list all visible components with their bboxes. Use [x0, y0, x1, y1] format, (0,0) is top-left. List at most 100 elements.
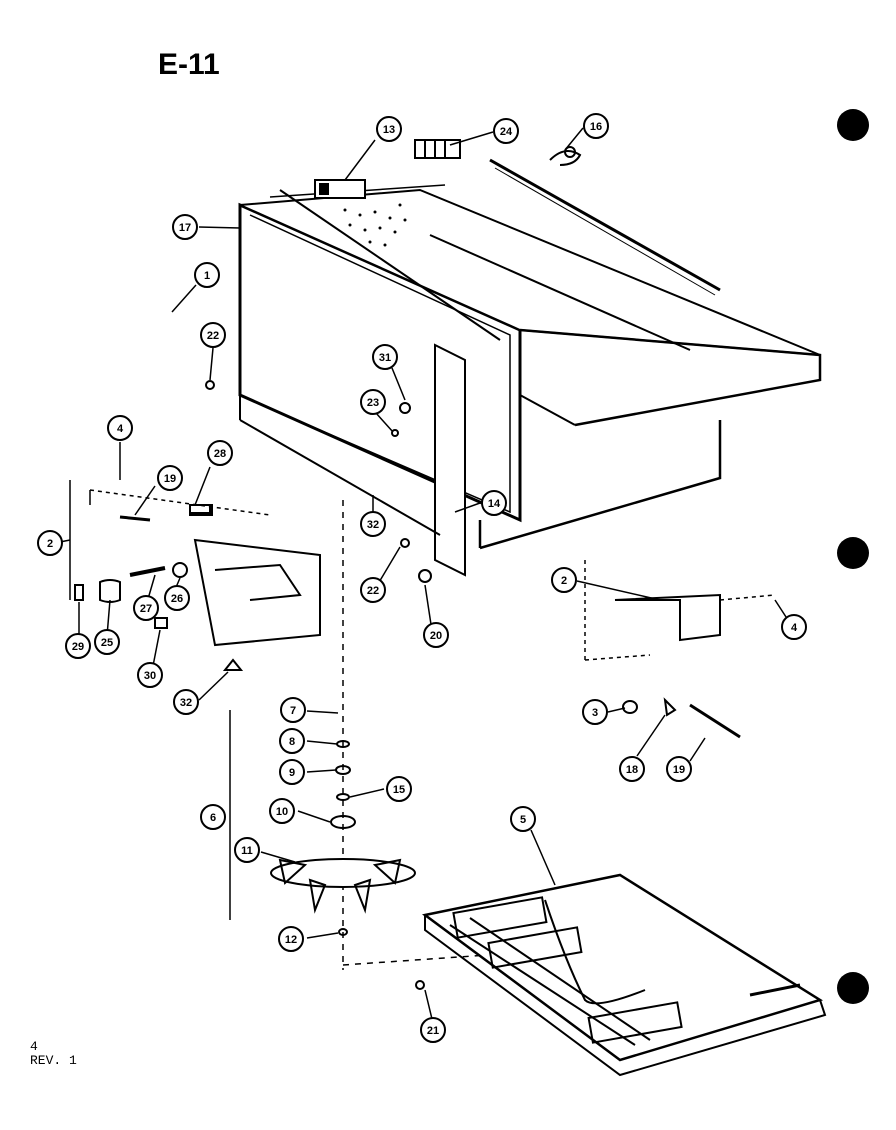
right-bracket-assembly [584, 560, 776, 739]
footer-page-number: 4 [30, 1039, 38, 1054]
callout-number: 23 [367, 397, 379, 409]
callout-number: 32 [180, 697, 192, 709]
callout-circle [172, 214, 198, 240]
binder-hole-middle [837, 537, 869, 569]
callout-circle [200, 322, 226, 348]
callout-19: 19 [157, 465, 183, 491]
callout-circle [280, 697, 306, 723]
callout-number: 20 [430, 630, 442, 642]
callout-number: 7 [290, 705, 296, 717]
callout-26: 26 [164, 585, 190, 611]
callout-4: 4 [107, 415, 133, 441]
callout-12: 12 [278, 926, 304, 952]
callout-circle [481, 490, 507, 516]
callout-circle [107, 415, 133, 441]
callout-number: 5 [520, 814, 526, 826]
callout-circle [94, 629, 120, 655]
callout-10: 10 [269, 798, 295, 824]
callout-circle [360, 389, 386, 415]
callout-circle [360, 511, 386, 537]
callout-30: 30 [137, 662, 163, 688]
callout-13: 13 [376, 116, 402, 142]
callout-circle [194, 262, 220, 288]
callout-number: 16 [590, 121, 602, 133]
callout-20: 20 [423, 622, 449, 648]
callout-4: 4 [781, 614, 807, 640]
callout-27: 27 [133, 595, 159, 621]
callout-number: 3 [592, 707, 598, 719]
callout-11: 11 [234, 837, 260, 863]
callout-number: 28 [214, 448, 226, 460]
callout-number: 22 [367, 585, 379, 597]
callout-5: 5 [510, 806, 536, 832]
cabinet-housing [238, 158, 822, 577]
callout-number: 9 [289, 767, 295, 779]
diagram-title: E-11 [158, 48, 220, 81]
callout-number: 15 [393, 784, 405, 796]
callout-number: 24 [500, 126, 513, 138]
callout-circle [37, 530, 63, 556]
callout-number: 12 [285, 934, 297, 946]
callout-number: 32 [367, 519, 379, 531]
callout-number: 13 [383, 124, 395, 136]
callout-circle [207, 440, 233, 466]
screws [205, 380, 432, 990]
callout-circle [420, 1017, 446, 1043]
callout-number: 17 [179, 222, 191, 234]
callout-circle [65, 633, 91, 659]
callout-3: 3 [582, 699, 608, 725]
callout-number: 22 [207, 330, 219, 342]
callout-number: 11 [241, 845, 253, 857]
callout-32: 32 [360, 511, 386, 537]
callout-circle [164, 585, 190, 611]
callout-22: 22 [360, 577, 386, 603]
callout-number: 30 [144, 670, 156, 682]
callout-32: 32 [173, 689, 199, 715]
callout-6: 6 [200, 804, 226, 830]
callout-circle [269, 798, 295, 824]
callout-number: 8 [289, 736, 295, 748]
callout-circle [583, 113, 609, 139]
binder-hole-bottom [837, 972, 869, 1004]
callout-29: 29 [65, 633, 91, 659]
callout-22: 22 [200, 322, 226, 348]
callout-number: 18 [626, 764, 638, 776]
callout-number: 4 [117, 423, 124, 435]
callout-circle [137, 662, 163, 688]
callout-circle [423, 622, 449, 648]
callout-2: 2 [37, 530, 63, 556]
callout-25: 25 [94, 629, 120, 655]
callout-circle [173, 689, 199, 715]
callout-circle [619, 756, 645, 782]
callout-1: 1 [194, 262, 220, 288]
callout-circle [376, 116, 402, 142]
callout-23: 23 [360, 389, 386, 415]
callout-circle [279, 759, 305, 785]
callout-number: 4 [791, 622, 798, 634]
clip-component [549, 146, 582, 166]
callout-number: 31 [379, 352, 391, 364]
vent-perforation-area [343, 203, 407, 247]
callout-number: 10 [276, 806, 288, 818]
callout-17: 17 [172, 214, 198, 240]
callout-16: 16 [583, 113, 609, 139]
callout-circle [781, 614, 807, 640]
callout-number: 14 [488, 498, 501, 510]
callout-number: 27 [140, 603, 152, 615]
fan-assembly [229, 500, 561, 970]
callout-number: 6 [210, 812, 216, 824]
binder-hole-top [837, 109, 869, 141]
callout-circle [493, 118, 519, 144]
left-bracket-assembly [89, 489, 321, 647]
callout-circle [582, 699, 608, 725]
callout-circle [551, 567, 577, 593]
callout-number: 21 [427, 1025, 439, 1037]
callout-number: 1 [204, 270, 210, 282]
callout-circle [278, 926, 304, 952]
callout-circle [133, 595, 159, 621]
callout-18: 18 [619, 756, 645, 782]
callout-circle [157, 465, 183, 491]
callout-28: 28 [207, 440, 233, 466]
